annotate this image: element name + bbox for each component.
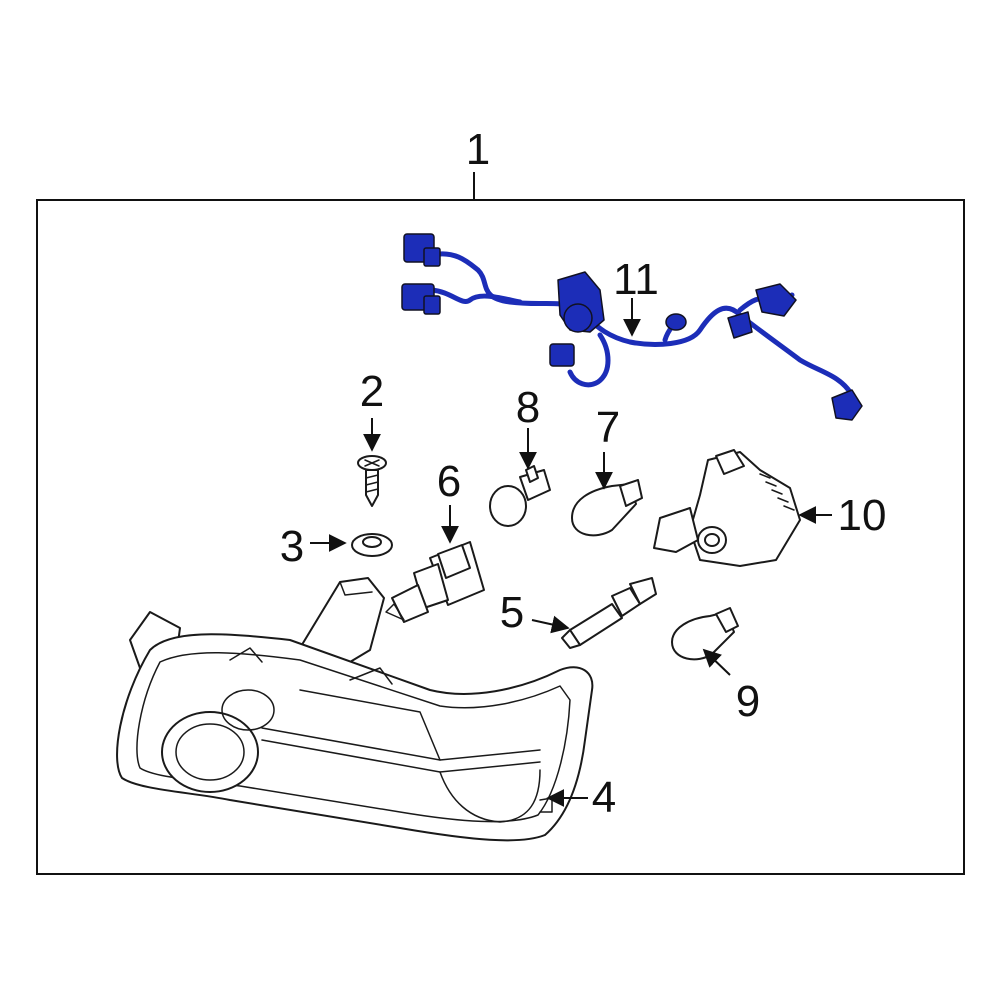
harness-socket-large-ring: [563, 303, 593, 333]
callout-1: 1: [466, 125, 490, 174]
headlamp-bulb: [385, 541, 485, 623]
headlamp-housing: [116, 577, 594, 842]
harness-main-wire: [429, 251, 857, 415]
harness-connector-2-cap: [423, 295, 441, 315]
harness-branch-upper: [429, 287, 523, 305]
callout-9-arrow: [702, 648, 731, 676]
screw: [357, 455, 387, 507]
callout-3: 3: [280, 522, 304, 571]
callout-11: 11: [613, 255, 659, 304]
harness-connector-3: [549, 343, 575, 367]
callout-6: 6: [437, 457, 461, 506]
callout-8: 8: [516, 383, 540, 432]
harness-connector-5: [755, 283, 797, 317]
assembly-frame: [36, 199, 965, 875]
leveling-actuator: [653, 449, 801, 567]
harness-branch-lower: [567, 332, 611, 388]
wiring-harness: [401, 233, 863, 421]
harness-connector-1-cap: [423, 247, 441, 267]
callout-5: 5: [500, 588, 524, 637]
harness-socket-end: [831, 389, 863, 421]
callout-4: 4: [592, 773, 616, 822]
callout-7: 7: [596, 403, 620, 452]
callout-10: 10: [838, 491, 887, 540]
harness-grommet: [665, 313, 687, 331]
callout-2: 2: [360, 367, 384, 416]
harness-connector-4: [727, 311, 753, 339]
callout-9: 9: [736, 677, 760, 726]
washer: [351, 533, 393, 557]
turn-bulb: [671, 607, 739, 661]
capsule-bulb: [571, 479, 643, 537]
wedge-bulb: [489, 465, 551, 527]
halogen-bulb: [561, 577, 657, 649]
callout-5-arrow: [531, 615, 570, 634]
